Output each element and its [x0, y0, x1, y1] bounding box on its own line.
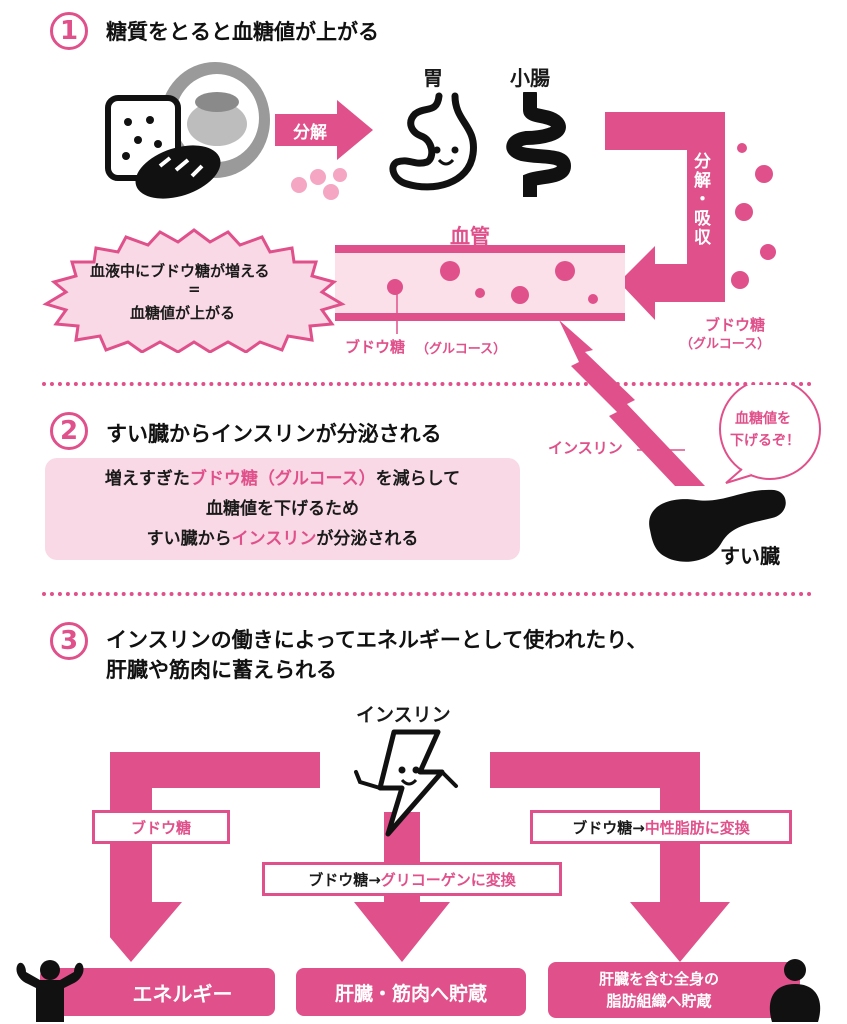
- step-number-2: 2: [50, 412, 88, 450]
- dest-liver-muscle: 肝臓・筋肉へ貯蔵: [296, 968, 526, 1016]
- burst-shape: [42, 228, 346, 353]
- vessel-pointer: [396, 294, 398, 334]
- vessel-label: 血管: [450, 224, 490, 248]
- muscle-person-icon: [16, 960, 84, 1022]
- left-branch-label: ブドウ糖: [92, 810, 230, 844]
- insulin-label-section2: インスリン: [548, 439, 623, 457]
- glucose-label-vessel-sub: （グルコース）: [416, 342, 507, 357]
- step-number-1: 1: [50, 12, 88, 50]
- glucose-label-right: ブドウ糖: [705, 316, 766, 334]
- digest-arrow: [275, 100, 373, 160]
- divider-2: [42, 592, 812, 596]
- insulin-pointer-line: [637, 449, 685, 451]
- stomach-icon: [389, 92, 477, 191]
- intestine-icon: [506, 92, 572, 197]
- section1-heading: 糖質をとると血糖値が上がる: [106, 20, 379, 44]
- box-line3: すい臓からインスリンが分泌される: [146, 529, 419, 549]
- pancreas-icon: [649, 489, 786, 562]
- stomach-label: 胃: [423, 66, 443, 90]
- pancreas-label: すい臓: [720, 544, 780, 568]
- dest-fat-tissue: 肝臓を含む全身の 脂肪組織へ貯蔵: [548, 962, 800, 1018]
- blood-vessel: [335, 245, 625, 321]
- fat-person-icon: [769, 959, 821, 1022]
- box-line1: 増えすぎたブドウ糖（グルコース）を減らして: [104, 469, 461, 489]
- section3-heading-line2: 肝臓や筋肉に蓄えられる: [106, 658, 337, 682]
- absorb-arrow: [605, 112, 725, 320]
- insulin-mascot-icon: [354, 729, 458, 837]
- insulin-lightning: [559, 320, 705, 486]
- absorb-label: 分解・吸収: [690, 152, 710, 247]
- speech-line1: 血糖値を: [735, 411, 791, 427]
- intestine-label: 小腸: [510, 66, 550, 90]
- box-line2: 血糖値を下げるため: [206, 499, 359, 519]
- section3-heading-line1: インスリンの働きによってエネルギーとして使われたり、: [106, 628, 648, 652]
- bread-icon: [105, 95, 221, 199]
- middle-branch-label: ブドウ糖→グリコーゲンに変換: [262, 862, 562, 896]
- section2-explanation-box: 増えすぎたブドウ糖（グルコース）を減らして 血糖値を下げるため すい臓からインス…: [45, 458, 520, 560]
- right-branch-label: ブドウ糖→中性脂肪に変換: [530, 810, 792, 844]
- section2-heading: すい臓からインスリンが分泌される: [106, 422, 442, 446]
- burst-line3: 血糖値が上がる: [130, 304, 236, 322]
- divider-1: [42, 382, 812, 386]
- burst-line1: 血液中にブドウ糖が増える: [90, 262, 270, 280]
- glucose-label-right-sub: （グルコース）: [680, 337, 771, 352]
- burst-line2: =: [188, 280, 201, 298]
- insulin-label-section3: インスリン: [356, 704, 451, 726]
- glucose-label-vessel: ブドウ糖: [345, 338, 406, 356]
- glucose-dots-small: [291, 168, 347, 200]
- glucose-dots-right: [731, 143, 776, 289]
- speech-bubble: [719, 385, 821, 484]
- digest-arrow-label: 分解: [293, 123, 327, 143]
- dest-energy: エネルギー: [40, 968, 275, 1016]
- step-number-3: 3: [50, 622, 88, 660]
- speech-line2: 下げるぞ！: [730, 433, 800, 449]
